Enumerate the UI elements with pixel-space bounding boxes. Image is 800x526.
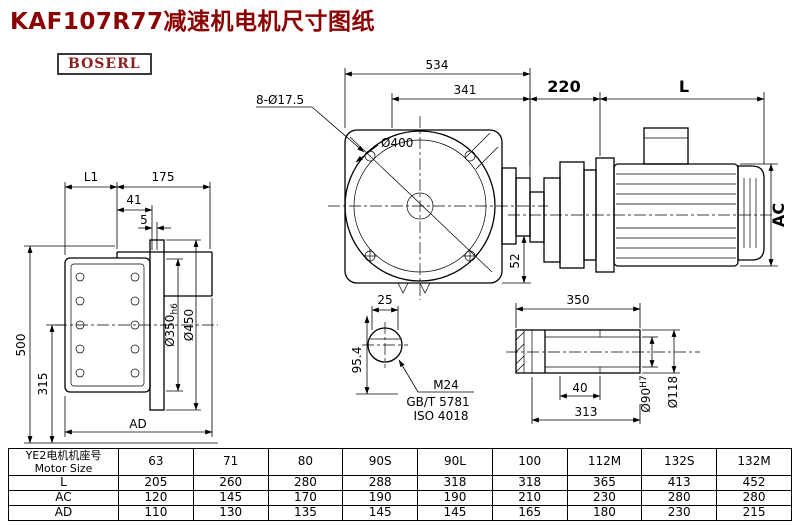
table-cell: 110	[118, 505, 194, 522]
dim-220: 220	[547, 77, 580, 96]
table-cell: 205	[118, 475, 194, 492]
table-cell: 413	[641, 475, 718, 492]
page-title: KAF107R77减速机电机尺寸图纸	[10, 9, 376, 35]
table-cell: 365	[566, 475, 643, 492]
table-header-en: Motor Size	[34, 462, 93, 476]
table-cell: 230	[566, 490, 643, 507]
dim-AD: AD	[129, 417, 146, 431]
table-cell: 180	[566, 505, 643, 522]
motor-size-table: YE2电机机座号 Motor Size 63 71 80 90S 90L 100…	[8, 447, 792, 522]
table-cell: 280	[716, 490, 792, 507]
row-label-L: L	[8, 475, 119, 492]
standard-iso: ISO 4018	[414, 409, 469, 423]
bolt-hole	[464, 150, 476, 162]
standard-gbt: GB/T 5781	[406, 395, 469, 409]
gearbox-front-view: 534 341 8-Ø17.5 Ø400 52 25 95.4 M24 GB/T…	[256, 58, 548, 423]
motor-side-view: 220 L AC	[508, 77, 788, 273]
table-cell: 210	[491, 490, 568, 507]
table-cell: 280	[267, 475, 344, 492]
table-row: AD 110 130 135 145 145 165 180 230 215	[8, 505, 792, 522]
gearbox-side-view: L1 175 41 5 500 315 AD Ø350h6 Ø450	[14, 170, 218, 444]
dim-L: L	[679, 77, 689, 96]
table-cell: 215	[716, 505, 792, 522]
table-col-header: 71	[192, 447, 269, 477]
table-cell: 318	[417, 475, 493, 492]
table-cell: 120	[118, 490, 194, 507]
table-col-header: 132M	[716, 447, 792, 477]
table-cell: 230	[641, 505, 718, 522]
dim-534: 534	[426, 58, 449, 72]
table-cell: 318	[491, 475, 568, 492]
gearbox-mounting-face	[70, 263, 145, 387]
dim-bolt-holes: 8-Ø17.5	[256, 93, 304, 107]
dim-dia350h6: Ø350h6	[163, 303, 180, 347]
table-col-header: 100	[491, 447, 568, 477]
dim-40: 40	[572, 381, 587, 395]
dim-41: 41	[126, 193, 141, 207]
dim-175: 175	[152, 170, 175, 184]
row-label-AC: AC	[8, 490, 119, 507]
fan-cover	[737, 165, 765, 261]
dim-dia400: Ø400	[381, 136, 413, 150]
table-cell: 190	[342, 490, 419, 507]
terminal-box	[643, 127, 689, 165]
adapter-step	[543, 177, 561, 263]
table-col-header: 90S	[342, 447, 419, 477]
dim-AC: AC	[769, 203, 788, 227]
table-col-header: 132S	[641, 447, 718, 477]
dim-313: 313	[575, 405, 598, 419]
shaft-outline	[515, 329, 641, 374]
table-cell: 145	[342, 505, 419, 522]
table-cell: 170	[267, 490, 344, 507]
adapter-step	[529, 191, 545, 243]
table-header-cn: YE2电机机座号	[25, 449, 102, 462]
table-cell: 145	[192, 490, 269, 507]
dim-500: 500	[14, 334, 28, 357]
dim-dia118: Ø118	[666, 376, 680, 408]
table-col-header: 80	[267, 447, 344, 477]
dim-350: 350	[567, 293, 590, 307]
table-header-label: YE2电机机座号 Motor Size	[8, 447, 119, 477]
table-row: AC 120 145 170 190 190 210 230 280 280	[8, 490, 792, 507]
table-cell: 280	[641, 490, 718, 507]
table-col-header: 63	[118, 447, 194, 477]
dim-L1: L1	[84, 170, 98, 184]
row-label-AD: AD	[8, 505, 119, 522]
thread-spec: M24	[433, 378, 459, 392]
technical-drawing: L1 175 41 5 500 315 AD Ø350h6 Ø450	[14, 58, 788, 444]
dim-5: 5	[140, 213, 148, 227]
dim-dia450: Ø450	[182, 309, 196, 341]
table-col-header: 112M	[566, 447, 643, 477]
table-cell: 145	[417, 505, 493, 522]
table-cell: 288	[342, 475, 419, 492]
table-row: L 205 260 280 288 318 318 365 413 452	[8, 475, 792, 492]
table-cell: 130	[192, 505, 269, 522]
dim-25: 25	[377, 293, 392, 307]
table-cell: 165	[491, 505, 568, 522]
table-cell: 135	[267, 505, 344, 522]
table-cell: 190	[417, 490, 493, 507]
output-shaft-detail: 350 40 313 Ø90H7 Ø118	[506, 293, 700, 424]
dim-52: 52	[508, 253, 522, 268]
dim-dia90H7: Ø90H7	[639, 375, 653, 412]
flange-circle	[344, 130, 496, 282]
table-cell: 452	[716, 475, 792, 492]
dim-341: 341	[454, 83, 477, 97]
brand-logo: BOSERL	[57, 53, 152, 75]
table-cell: 260	[192, 475, 269, 492]
dim-315: 315	[36, 373, 50, 396]
table-col-header: 90L	[417, 447, 493, 477]
dim-95-4: 95.4	[350, 347, 364, 374]
